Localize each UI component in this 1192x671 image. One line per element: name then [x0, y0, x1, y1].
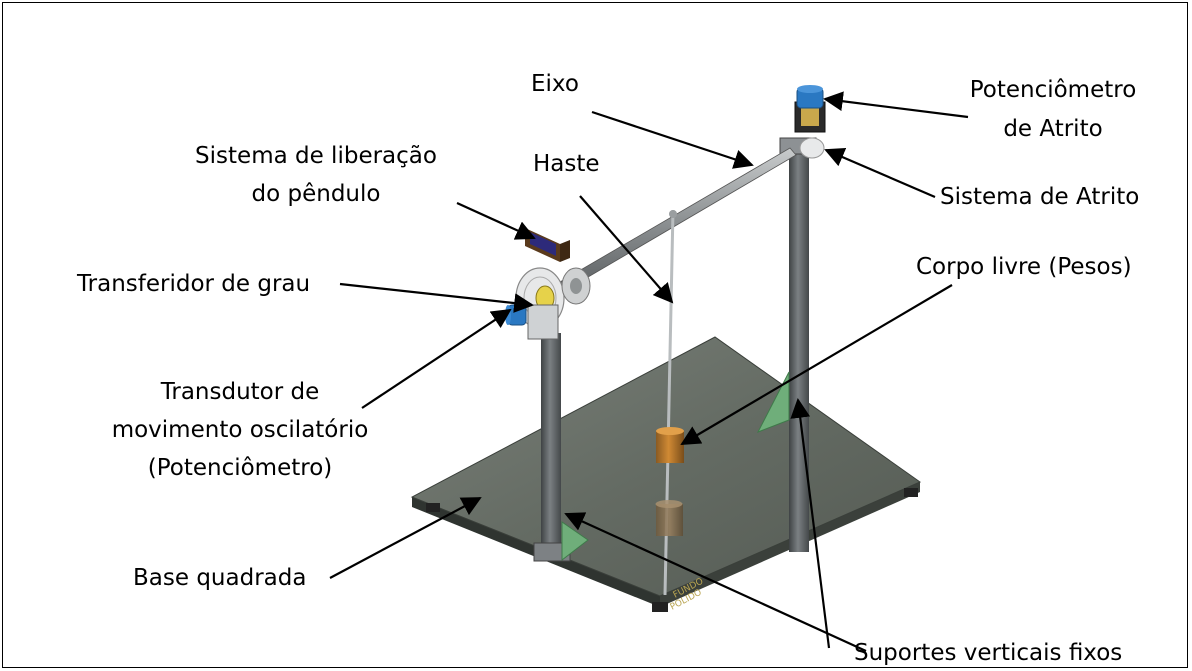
arrow-transferidor [339, 282, 534, 313]
label-potenciometro-atrito-line1: Potenciômetro [969, 77, 1137, 103]
arrow-transdutor [361, 308, 512, 409]
label-transdutor-line3: (Potenciômetro) [147, 455, 333, 481]
arrow-corpo-livre [680, 284, 953, 446]
label-haste: Haste [533, 151, 600, 177]
label-sistema-atrito: Sistema de Atrito [940, 184, 1140, 210]
arrow-potenciometro-atrito [823, 91, 969, 119]
arrow-base [329, 497, 482, 579]
free-body-weight [655, 427, 684, 536]
label-corpo-livre: Corpo livre (Pesos) [916, 254, 1132, 280]
label-suportes: Suportes verticais fixos [854, 640, 1123, 666]
label-transferidor: Transferidor de grau [77, 271, 311, 297]
release-box [525, 228, 570, 262]
arrow-suporte-esquerdo [564, 512, 867, 653]
arrow-eixo [591, 110, 754, 169]
arrow-suporte-direito [790, 398, 831, 649]
arrow-sistema-atrito [824, 147, 936, 199]
left-vertical-support [533, 333, 589, 562]
arrow-sistema-liberacao [456, 201, 536, 240]
label-base: Base quadrada [133, 565, 307, 591]
label-eixo: Eixo [531, 71, 579, 97]
rod-pivot [669, 210, 677, 218]
label-sistema-liberacao-line1: Sistema de liberação [195, 143, 437, 169]
label-potenciometro-atrito-line2: de Atrito [1003, 116, 1103, 142]
friction-potentiometer [796, 85, 824, 109]
label-transdutor-line1: Transdutor de [160, 379, 320, 405]
annotation-arrows [329, 91, 969, 653]
oscillation-potentiometer [505, 304, 527, 326]
arrow-haste [579, 195, 674, 304]
label-sistema-liberacao-line2: do pêndulo [251, 181, 381, 207]
label-transdutor-line2: movimento oscilatório [111, 417, 369, 443]
